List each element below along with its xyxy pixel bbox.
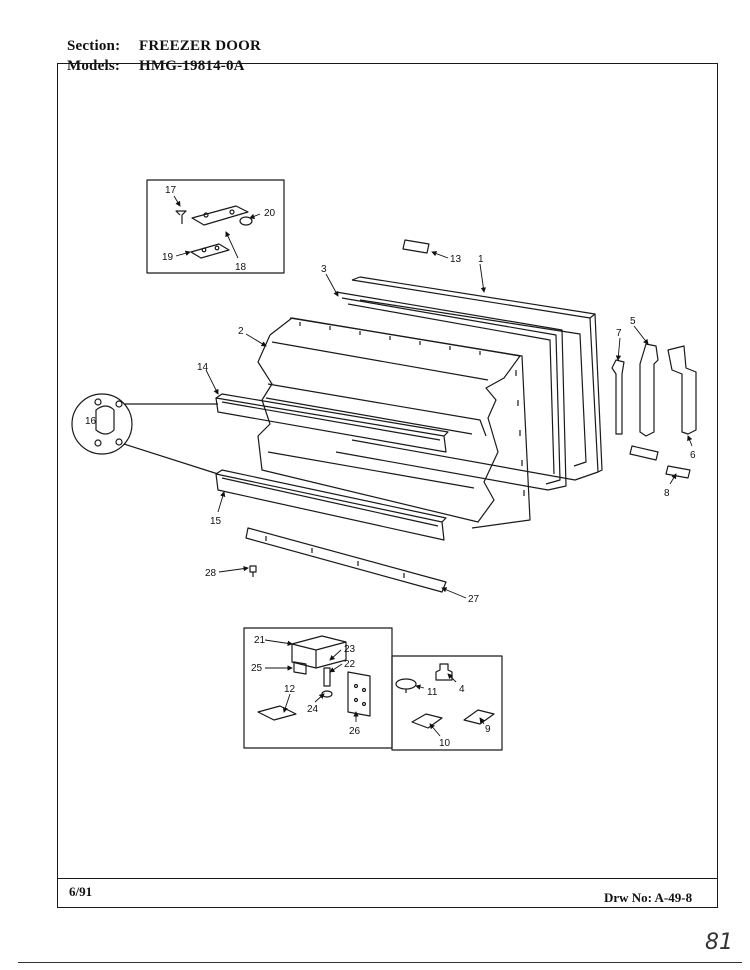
callout-9: 9	[485, 724, 491, 735]
callout-14: 14	[197, 362, 209, 373]
callout-13: 13	[450, 254, 462, 265]
part-14-shelf-rail	[215, 393, 449, 453]
callout-19: 19	[162, 252, 174, 263]
callout-16: 16	[85, 416, 97, 427]
callout-25: 25	[251, 663, 263, 674]
section-label: Section:	[67, 38, 121, 54]
callout-21: 21	[254, 635, 266, 646]
callout-23: 23	[344, 644, 356, 655]
callout-2: 2	[238, 326, 244, 337]
page-bottom-rule	[18, 962, 742, 963]
part-3-gasket	[335, 291, 567, 491]
callout-18: 18	[235, 262, 247, 273]
callout-26: 26	[349, 726, 361, 737]
callout-1: 1	[478, 254, 484, 265]
callout-3: 3	[321, 264, 327, 275]
model-number: HMG-19814-0A	[139, 58, 245, 74]
callout-27: 27	[468, 594, 480, 605]
footer-divider	[57, 878, 718, 879]
callout-20: 20	[264, 208, 276, 219]
part-1-outer-door	[351, 276, 603, 481]
callout-labels: 17 20 18 19 13 1 3 2 14 16 15 28 27 5 7 …	[85, 185, 696, 749]
footer-date: 6/91	[69, 884, 93, 899]
footer-drawing-number: Drw No: A-49-8	[604, 890, 693, 905]
section-title: FREEZER DOOR	[139, 38, 261, 54]
part-13-pad	[402, 239, 430, 254]
part-27-bottom-trim	[245, 527, 447, 593]
callout-11: 11	[427, 687, 438, 698]
part-28-screw	[249, 565, 257, 577]
handwritten-page-number: 81	[705, 930, 733, 955]
part-2-inner-liner	[257, 317, 531, 529]
inset-box-handle-parts	[391, 655, 503, 751]
models-header: Models: HMG-19814-0A	[67, 58, 245, 75]
callout-17: 17	[165, 185, 177, 196]
drawing-frame	[57, 63, 718, 908]
callout-12: 12	[284, 684, 296, 695]
callout-7: 7	[616, 328, 622, 339]
callout-10: 10	[439, 738, 451, 749]
section-header: Section: FREEZER DOOR	[67, 38, 261, 55]
callout-24: 24	[307, 704, 319, 715]
callout-15: 15	[210, 516, 222, 527]
leader-lines	[173, 195, 693, 737]
callout-22: 22	[344, 659, 356, 670]
right-hinge-parts	[611, 343, 697, 479]
models-label: Models:	[67, 58, 121, 74]
callout-5: 5	[630, 316, 636, 327]
callout-4: 4	[459, 684, 465, 695]
inset-box-hinge-parts	[243, 627, 393, 749]
callout-28: 28	[205, 568, 217, 579]
callout-6: 6	[690, 450, 696, 461]
part-16-detail-magnifier	[71, 393, 219, 475]
inset-box-top-left	[146, 179, 285, 274]
callout-8: 8	[664, 488, 670, 499]
part-15-shelf-rail	[215, 469, 447, 541]
